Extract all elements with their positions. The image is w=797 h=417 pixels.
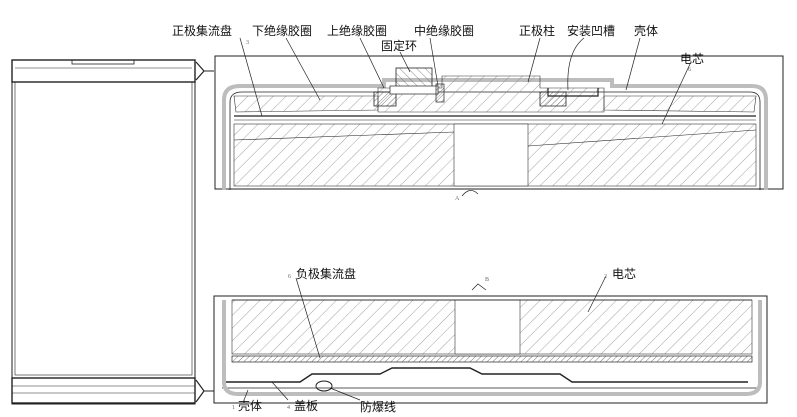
num-6-top: 6 bbox=[688, 67, 691, 73]
label-shell-top: 壳体 bbox=[634, 24, 658, 38]
lower-insulator-body bbox=[233, 95, 379, 113]
negative-collector-plate bbox=[231, 355, 753, 363]
top-detail-box bbox=[11, 59, 196, 83]
upper-insulator-ring bbox=[373, 91, 397, 107]
label-vent-line: 防爆线 bbox=[360, 399, 396, 414]
terminal-cap bbox=[71, 59, 135, 65]
label-negative-collector: 负极集流盘 bbox=[296, 266, 356, 281]
diagram-labels: 正极集流盘 下绝缘胶圈 上绝缘胶圈 固定环 中绝缘胶圈 正极柱 安装凹槽 壳体 … bbox=[172, 23, 704, 414]
label-lower-insulator: 下绝缘胶圈 bbox=[252, 23, 312, 38]
bottom-section-view: B bbox=[213, 277, 768, 404]
label-middle-insulator: 中绝缘胶圈 bbox=[414, 23, 474, 38]
vent-line-marker bbox=[315, 380, 333, 392]
cover-plate bbox=[222, 367, 748, 383]
shell-bottom-outline bbox=[222, 300, 762, 396]
label-cell-top: 电芯 bbox=[680, 52, 704, 66]
label-positive-collector: 正极集流盘 bbox=[172, 23, 232, 38]
label-cell-bottom: 电芯 bbox=[612, 267, 636, 281]
top-section-view: A bbox=[214, 55, 784, 202]
label-shell-bottom: 壳体 bbox=[238, 399, 262, 413]
num-2: 2 bbox=[604, 274, 607, 280]
num-6-bottom: 6 bbox=[288, 274, 291, 280]
num-1: 1 bbox=[232, 405, 235, 411]
label-upper-insulator: 上绝缘胶圈 bbox=[327, 23, 387, 38]
section-marker-a: A bbox=[455, 196, 460, 202]
label-positive-post: 正极柱 bbox=[519, 23, 555, 38]
label-fixing-ring: 固定环 bbox=[381, 38, 417, 53]
bottom-detail-box bbox=[11, 377, 196, 404]
num-4: 4 bbox=[287, 405, 290, 411]
section-marker-b: B bbox=[485, 277, 489, 283]
label-cover-plate: 盖板 bbox=[294, 399, 318, 413]
battery-side-view bbox=[11, 59, 214, 405]
num-3: 3 bbox=[246, 40, 249, 46]
mounting-groove bbox=[547, 88, 599, 97]
leader-lines bbox=[239, 37, 691, 401]
middle-insulator bbox=[435, 83, 445, 103]
label-mounting-groove: 安装凹槽 bbox=[567, 23, 615, 38]
